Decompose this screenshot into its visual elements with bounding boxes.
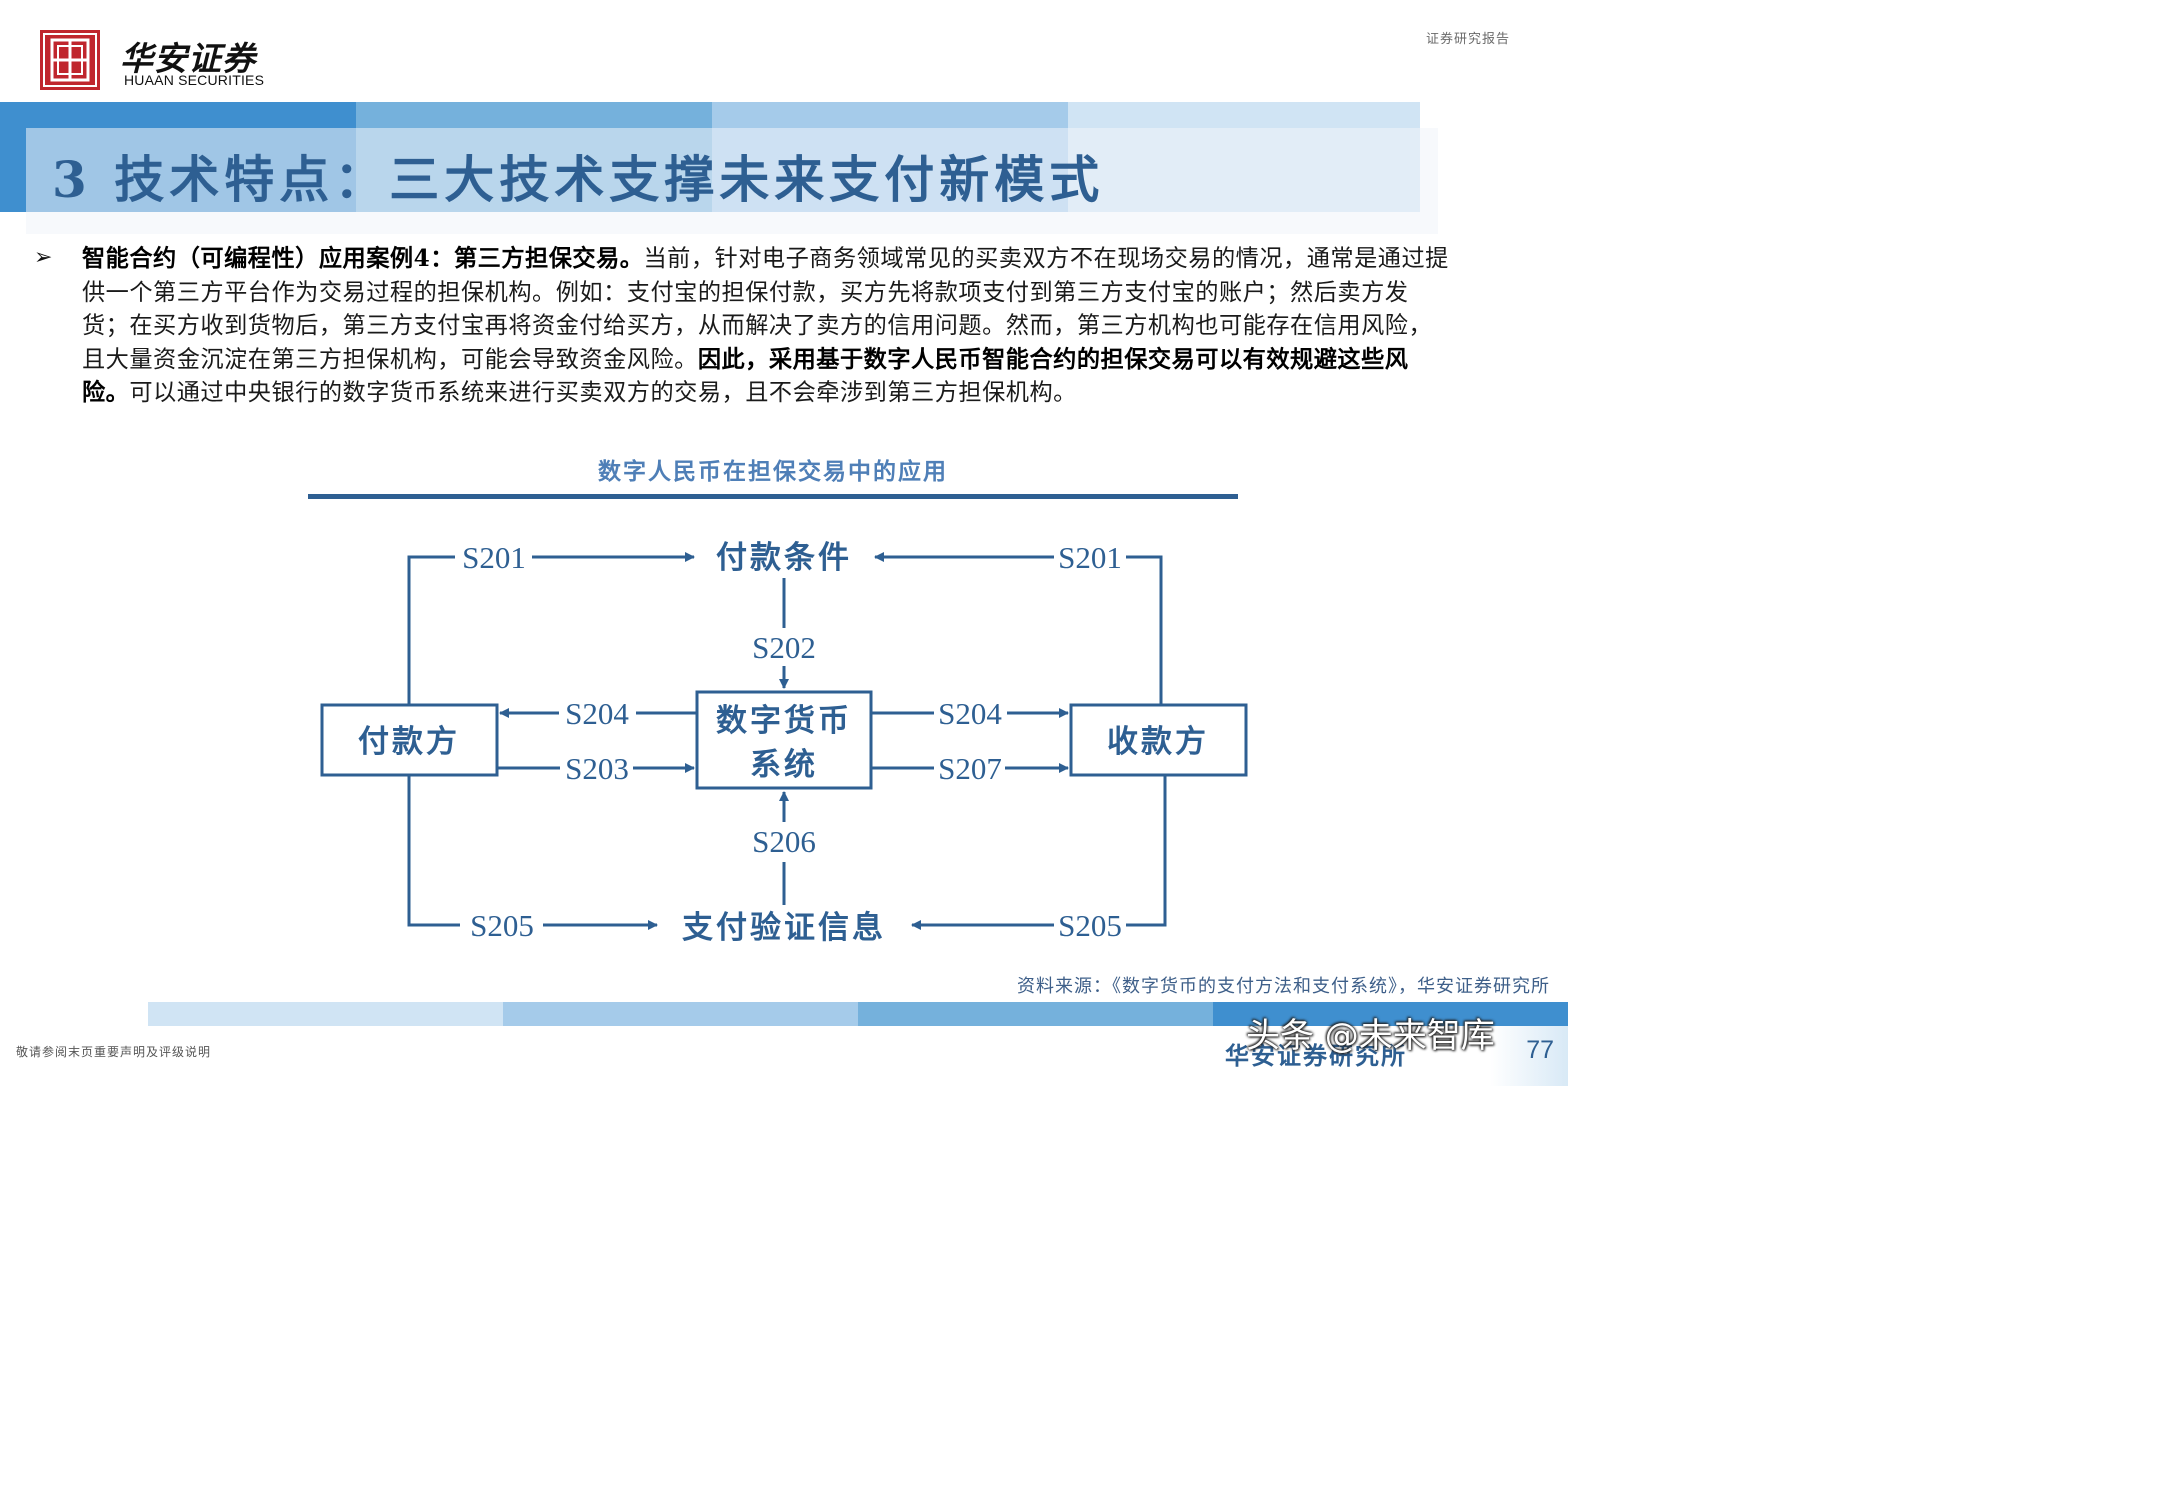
footer-band-pale [148,1002,503,1026]
step-s203: S203 [565,751,629,786]
step-s201-right: S201 [1058,540,1122,575]
disclaimer-text: 敬请参阅末页重要声明及评级说明 [16,1045,212,1059]
watermark-text: 头条 @未来智库 [1246,1016,1495,1056]
arrow-s205-left [407,775,460,927]
bold-lead: 智能合约（可编程性）应用案例4：第三方担保交易。 [82,245,644,272]
source-note: 资料来源：《数字货币的支付方法和支付系统》，华安证券研究所 [1017,976,1550,997]
huaan-logo-icon [40,30,100,90]
node-payee: 收款方 [1107,724,1209,760]
digital-currency-box [695,690,873,790]
step-s205-left: S205 [470,908,534,943]
step-s202: S202 [752,630,816,665]
footer-band-mid [858,1002,1213,1026]
step-s206: S206 [752,824,816,859]
slide-title: 3 技术特点：三大技术支撑未来支付新模式 [52,150,1105,209]
report-type-label: 证券研究报告 [1425,32,1510,47]
node-digital-currency-line1: 数字货币 [716,703,852,739]
diagram-title-rule [308,494,1238,499]
node-payment-verification: 支付验证信息 [682,910,886,946]
arrow-s201-left [407,555,455,705]
body-text-b: 可以通过中央银行的数字货币系统来进行买卖双方的交易，且不会牵涉到第三方担保机构。 [129,379,1077,407]
body-paragraph: 智能合约（可编程性）应用案例4：第三方担保交易。当前，针对电子商务领域常见的买卖… [82,242,1452,410]
node-payment-condition: 付款条件 [716,540,852,576]
page-number: 77 [1526,1036,1554,1064]
step-s207: S207 [938,751,1002,786]
payee-box [1069,703,1248,777]
flow-diagram: 付款条件 数字货币 系统 付款方 收款方 支付验证信息 S201 S201 S2… [320,540,1248,946]
title-box [26,128,1438,234]
footer-band-dark [1213,1002,1568,1026]
logo-english-name: HUAAN SECURITIES [124,72,265,88]
arrow-s205-right [1126,775,1167,927]
bold-conclusion: 因此，采用基于数字人民币智能合约的担保交易可以有效规避这些风险。 [82,345,1409,407]
step-s205-right: S205 [1058,908,1122,943]
logo-chinese-name: 华安证券 [120,39,256,78]
diagram-title: 数字人民币在担保交易中的应用 [598,458,948,485]
node-digital-currency-line2: 系统 [750,747,818,783]
step-s201-left: S201 [462,540,526,575]
step-s204-left: S204 [565,696,629,731]
node-payer: 付款方 [358,724,460,760]
footer-corner-fade [1490,1026,1568,1086]
footer-org-name: 华安证券研究所 [1225,1041,1407,1070]
body-text-a: 当前，针对电子商务领域常见的买卖双方不在现场交易的情况，通常是通过提供一个第三方… [82,245,1449,373]
bullet-arrow-icon: ➢ [34,245,53,270]
arrow-s201-right [1126,555,1163,705]
step-s204-right: S204 [938,696,1002,731]
footer-band-light [503,1002,858,1026]
